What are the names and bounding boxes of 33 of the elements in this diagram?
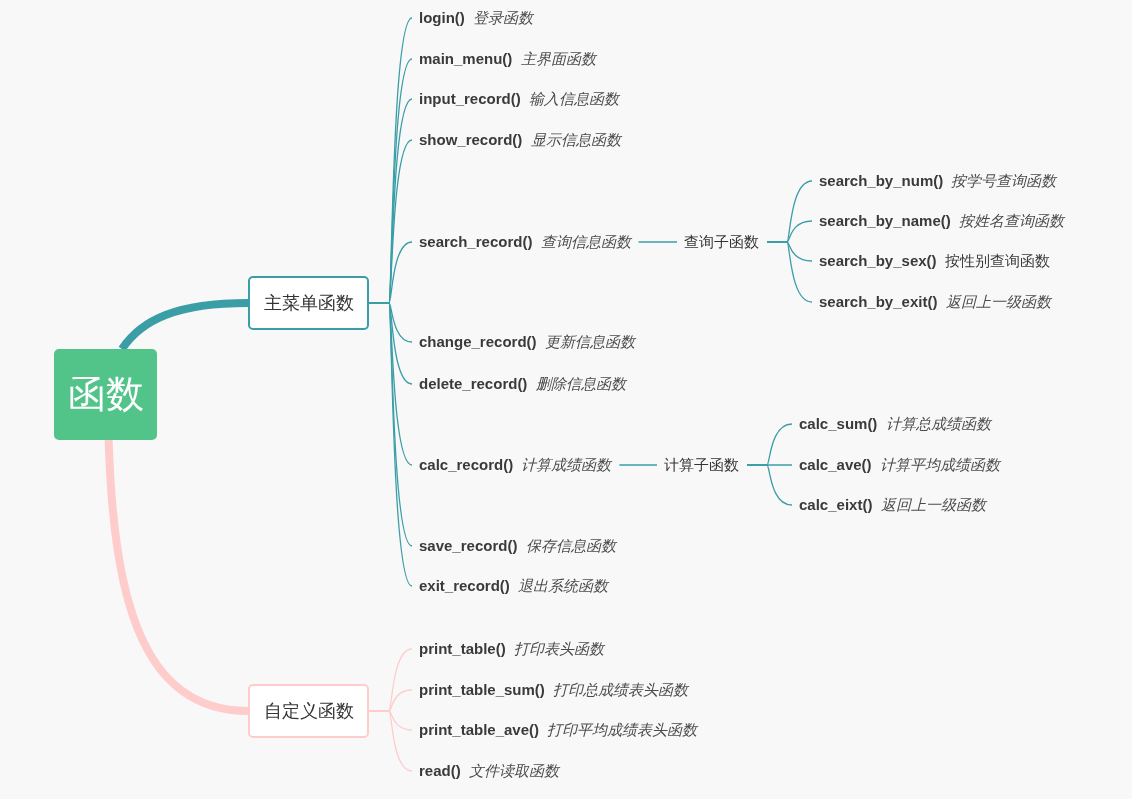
function-label: change_record() 更新信息函数 xyxy=(419,332,635,352)
connector-line xyxy=(766,241,813,303)
function-label: calc_eixt() 返回上一级函数 xyxy=(799,495,986,515)
topic-box: 自定义函数 xyxy=(248,684,369,738)
thick-connector xyxy=(118,299,249,352)
function-label: show_record() 显示信息函数 xyxy=(419,130,621,150)
function-label: login() 登录函数 xyxy=(419,8,533,28)
function-label: search_by_sex() 按性别查询函数 xyxy=(819,251,1050,271)
subtopic-label: 计算子函数 xyxy=(664,455,739,475)
function-label: search_by_name() 按姓名查询函数 xyxy=(819,211,1064,231)
function-label: calc_ave() 计算平均成绩函数 xyxy=(799,455,1000,475)
function-label: print_table_ave() 打印平均成绩表头函数 xyxy=(419,720,698,740)
function-label: search_record() 查询信息函数 xyxy=(419,232,631,252)
thick-connector xyxy=(104,439,249,715)
function-label: search_by_exit() 返回上一级函数 xyxy=(819,292,1051,312)
central-topic-box: 函数 xyxy=(54,349,157,440)
subtopic-label: 查询子函数 xyxy=(684,232,759,252)
topic-box: 主菜单函数 xyxy=(248,276,369,330)
function-label: search_by_num() 按学号查询函数 xyxy=(819,171,1057,191)
function-label: exit_record() 退出系统函数 xyxy=(419,576,609,596)
function-label: main_menu() 主界面函数 xyxy=(419,49,596,69)
connector-line xyxy=(368,710,413,772)
connector-line xyxy=(637,241,678,243)
function-label: read() 文件读取函数 xyxy=(419,761,559,781)
function-label: delete_record() 删除信息函数 xyxy=(419,374,626,394)
function-label: calc_record() 计算成绩函数 xyxy=(419,455,612,475)
function-label: print_table_sum() 打印总成绩表头函数 xyxy=(419,680,689,700)
function-label: calc_sum() 计算总成绩函数 xyxy=(799,414,991,434)
function-label: input_record() 输入信息函数 xyxy=(419,89,619,109)
connector-line xyxy=(746,464,793,506)
connector-line xyxy=(618,464,658,466)
function-label: print_table() 打印表头函数 xyxy=(419,639,604,659)
function-label: save_record() 保存信息函数 xyxy=(419,536,616,556)
